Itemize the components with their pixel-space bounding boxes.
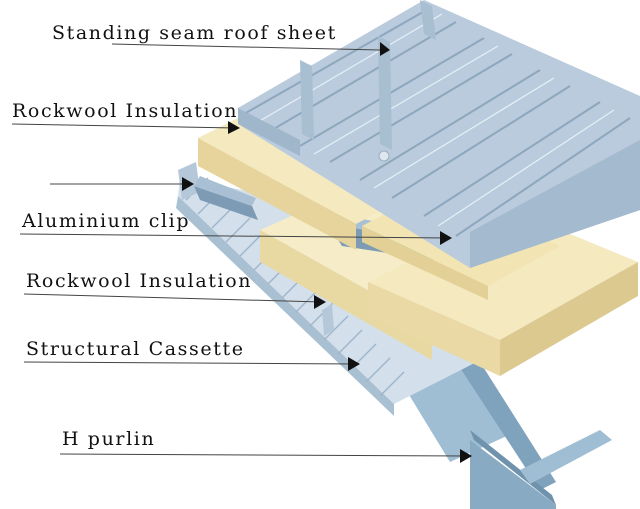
- arrowhead-rockwool-top: [228, 121, 240, 134]
- label-aluminium-clip: Aluminium clip: [22, 210, 191, 232]
- arrowhead-rockwool-bottom: [314, 295, 326, 309]
- leader-lines: [11, 43, 469, 457]
- label-structural-cassette: Structural Cassette: [26, 338, 245, 360]
- arrowhead-h-purlin: [460, 449, 472, 463]
- arrowhead-structural-cassette: [348, 357, 360, 371]
- label-standing-seam-roof-sheet: Standing seam roof sheet: [52, 22, 337, 44]
- leader-arrowheads: [182, 42, 472, 463]
- arrowhead-aluminium-clip: [440, 231, 452, 245]
- arrowhead-clip-edge: [182, 177, 194, 191]
- label-rockwool-insulation-top: Rockwool Insulation: [12, 100, 239, 122]
- standing-seam-roof-sheet: [238, 0, 640, 268]
- label-rockwool-insulation-bottom: Rockwool Insulation: [26, 270, 253, 292]
- label-h-purlin: H purlin: [62, 428, 156, 450]
- arrowhead-roof-sheet: [380, 42, 390, 56]
